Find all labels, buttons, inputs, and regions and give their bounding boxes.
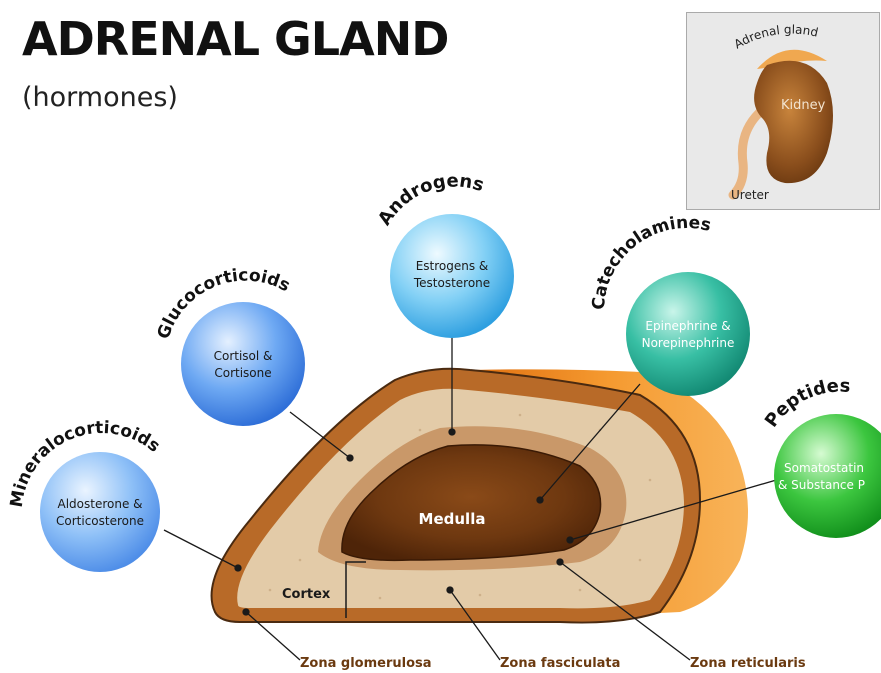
androgens-group: Androgens Estrogens & Testosterone — [374, 170, 514, 338]
glucocorticoids-bubble — [181, 302, 305, 426]
peptides-line1: Somatostatin — [784, 461, 864, 475]
androgens-line1: Estrogens & — [416, 259, 489, 273]
androgens-line2: Testosterone — [413, 276, 490, 290]
catecholamines-line2: Norepinephrine — [642, 336, 735, 350]
zona-reticularis-label: Zona reticularis — [690, 656, 806, 671]
zona-fasciculata-label: Zona fasciculata — [500, 656, 620, 671]
glucocorticoids-line1: Cortisol & — [214, 349, 273, 363]
medulla-label: Medulla — [419, 510, 486, 528]
mineralocorticoids-group: Mineralocorticoids Aldosterone & Cortico… — [7, 418, 164, 572]
mineralocorticoids-line2: Corticosterone — [56, 514, 144, 528]
catecholamines-group: Catecholamines Epinephrine & Norepinephr… — [589, 213, 750, 396]
mineralocorticoids-bubble — [40, 452, 160, 572]
catecholamines-line1: Epinephrine & — [645, 319, 730, 333]
glucocorticoids-line2: Cortisone — [214, 366, 271, 380]
mineralocorticoids-line1: Aldosterone & — [57, 497, 142, 511]
zona-glomerulosa-label: Zona glomerulosa — [300, 656, 432, 671]
cortex-label: Cortex — [282, 587, 331, 602]
peptides-bubble — [774, 414, 881, 538]
glucocorticoids-group: Glucocorticoids Cortisol & Cortisone — [154, 266, 305, 426]
catecholamines-bubble — [626, 272, 750, 396]
peptides-line2: & Substance P — [778, 478, 865, 492]
peptides-group: Peptides Somatostatin & Substance P — [761, 375, 881, 538]
